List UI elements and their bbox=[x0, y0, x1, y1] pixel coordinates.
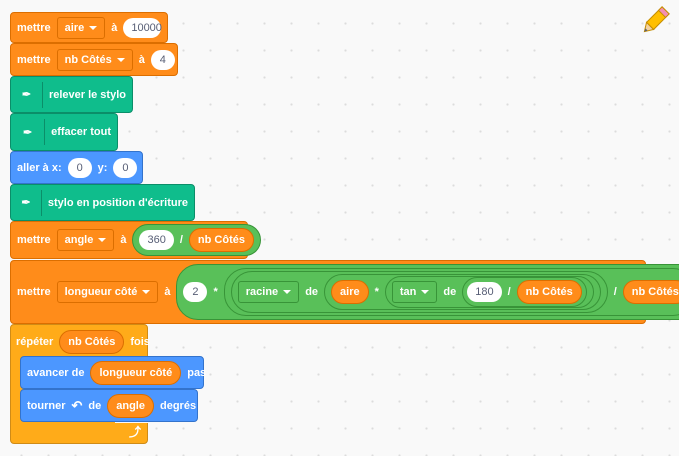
dropdown-arrow-icon bbox=[142, 290, 151, 294]
variable-reporter[interactable]: nb Côtés bbox=[516, 280, 582, 304]
pen-icon: ✒ bbox=[17, 119, 46, 145]
block-label: pas bbox=[187, 366, 207, 379]
operator-symbol: * bbox=[213, 286, 218, 298]
operator-symbol: / bbox=[179, 234, 183, 246]
block-label: mettre bbox=[17, 286, 51, 298]
block-label: stylo en position d'écriture bbox=[47, 196, 188, 209]
x-input[interactable]: 0 bbox=[67, 157, 92, 178]
block-label: de bbox=[88, 399, 102, 412]
value-input[interactable]: 2 bbox=[183, 282, 208, 302]
function-dropdown[interactable]: tan bbox=[391, 281, 438, 303]
dropdown-arrow-icon bbox=[421, 290, 430, 294]
variable-reporter[interactable]: aire bbox=[331, 280, 369, 304]
rotate-left-icon: ↶ bbox=[71, 397, 83, 413]
variable-dropdown[interactable]: longueur côté bbox=[56, 281, 159, 303]
multiply-operator[interactable]: 2 * racine de aire * tan de 180 / nb Côt… bbox=[176, 264, 679, 320]
pen-up-block[interactable]: ✒ relever le stylo bbox=[10, 76, 133, 113]
clear-block[interactable]: ✒ effacer tout bbox=[10, 113, 118, 151]
math-function-operator[interactable]: tan de 180 / nb Côtés bbox=[384, 276, 594, 308]
block-label: de bbox=[305, 286, 319, 298]
function-dropdown[interactable]: racine bbox=[237, 281, 300, 303]
set-nb-cotes-block[interactable]: mettre nb Côtés à 4 bbox=[10, 43, 178, 76]
block-label: à bbox=[111, 21, 118, 34]
block-label: de bbox=[443, 286, 457, 298]
turn-left-block[interactable]: tourner ↶ de angle degrés bbox=[20, 389, 198, 422]
operator-symbol: * bbox=[374, 286, 379, 298]
pencil-icon[interactable] bbox=[638, 4, 672, 38]
move-steps-block[interactable]: avancer de longueur côté pas bbox=[20, 356, 207, 389]
dropdown-value: nb Côtés bbox=[64, 53, 112, 66]
goto-xy-block[interactable]: aller à x: 0 y: 0 bbox=[10, 151, 143, 184]
value-input[interactable]: 180 bbox=[467, 282, 502, 302]
block-label: y: bbox=[97, 161, 108, 174]
multiply-operator[interactable]: aire * tan de 180 / nb Côtés bbox=[324, 274, 601, 310]
divide-operator[interactable]: 180 / nb Côtés bbox=[462, 277, 587, 307]
operator-symbol: / bbox=[613, 286, 617, 298]
block-label: degrés bbox=[159, 399, 197, 412]
block-label: à bbox=[120, 234, 127, 246]
variable-reporter[interactable]: angle bbox=[107, 393, 154, 418]
block-label: avancer de bbox=[27, 366, 85, 379]
divide-operator[interactable]: 360 / nb Côtés bbox=[132, 224, 261, 256]
block-label: à bbox=[164, 286, 171, 298]
block-label: mettre bbox=[17, 21, 51, 34]
set-longueur-block[interactable]: mettre longueur côté à 2 * racine de air… bbox=[10, 260, 679, 324]
divide-operator[interactable]: racine de aire * tan de 180 / nb Côtés /… bbox=[223, 268, 679, 316]
dropdown-value: tan bbox=[399, 286, 417, 298]
dropdown-value: racine bbox=[245, 286, 279, 298]
block-label: répéter bbox=[16, 336, 54, 348]
set-aire-block[interactable]: mettre aire à 10000 bbox=[10, 12, 168, 43]
variable-dropdown[interactable]: angle bbox=[56, 229, 115, 251]
variable-dropdown[interactable]: aire bbox=[56, 16, 106, 39]
dropdown-arrow-icon bbox=[89, 25, 98, 30]
value-input[interactable]: 360 bbox=[139, 230, 174, 250]
variable-reporter[interactable]: nb Côtés bbox=[622, 280, 679, 304]
pen-icon: ✒ bbox=[17, 81, 43, 108]
value-input[interactable]: 4 bbox=[150, 49, 175, 70]
variable-reporter[interactable]: nb Côtés bbox=[188, 228, 254, 252]
operator-symbol: / bbox=[507, 286, 511, 298]
dropdown-value: aire bbox=[64, 21, 85, 34]
pen-down-block[interactable]: ✒ stylo en position d'écriture bbox=[10, 184, 195, 221]
block-label: tourner bbox=[27, 399, 66, 412]
value-input[interactable]: 10000 bbox=[123, 17, 162, 38]
variable-reporter[interactable]: nb Côtés bbox=[59, 330, 125, 354]
math-function-operator[interactable]: racine de aire * tan de 180 / nb Côtés bbox=[230, 271, 608, 313]
variable-dropdown[interactable]: nb Côtés bbox=[56, 48, 133, 71]
set-angle-block[interactable]: mettre angle à 360 / nb Côtés bbox=[10, 221, 261, 259]
dropdown-arrow-icon bbox=[283, 290, 292, 294]
dropdown-value: longueur côté bbox=[64, 286, 138, 298]
loop-arrow-icon: ⤴ bbox=[128, 425, 141, 439]
block-label: à bbox=[138, 53, 145, 66]
pen-icon: ✒ bbox=[17, 189, 42, 216]
y-input[interactable]: 0 bbox=[113, 157, 138, 178]
block-label: aller à x: bbox=[17, 161, 62, 174]
dropdown-value: angle bbox=[64, 234, 94, 246]
dropdown-arrow-icon bbox=[116, 57, 125, 62]
block-label: relever le stylo bbox=[48, 88, 126, 101]
block-label: mettre bbox=[17, 234, 51, 246]
dropdown-arrow-icon bbox=[98, 238, 107, 242]
block-label: mettre bbox=[17, 53, 51, 66]
variable-reporter[interactable]: longueur côté bbox=[90, 360, 182, 385]
block-label: fois bbox=[130, 336, 150, 348]
repeat-header: répéter nb Côtés fois bbox=[11, 327, 155, 357]
block-label: effacer tout bbox=[51, 126, 111, 138]
